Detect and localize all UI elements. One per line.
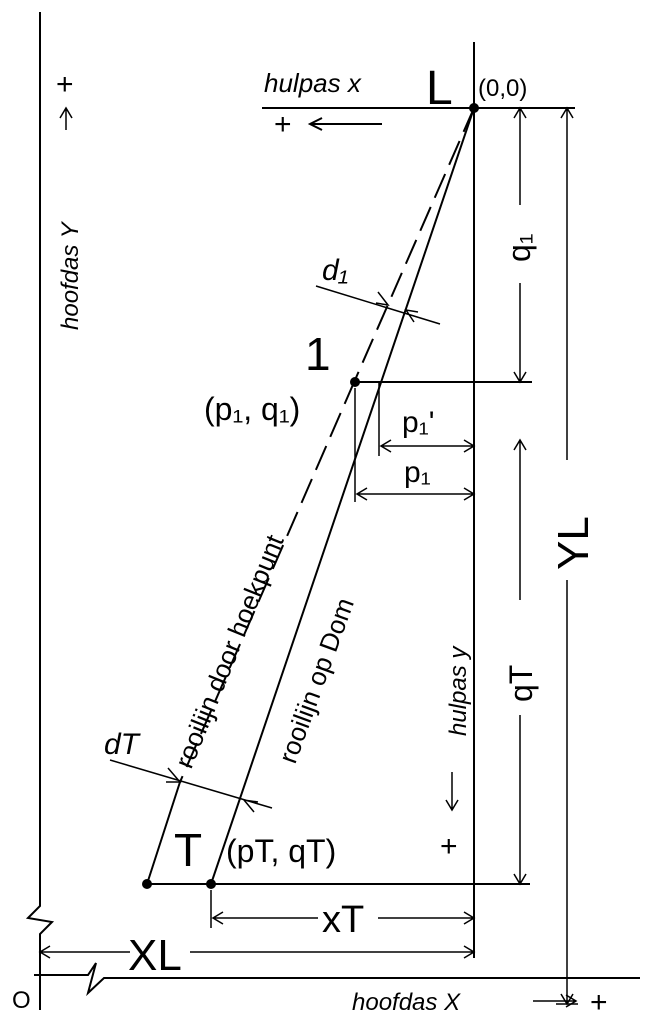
arrow-aux-x xyxy=(307,117,382,131)
line-corner-dashed-lower xyxy=(179,379,356,783)
line-dom-label: rooilijn op Dom xyxy=(272,594,359,767)
point-T-marker xyxy=(206,879,216,889)
dim-YL xyxy=(560,106,574,1006)
qT-label: qT xyxy=(503,665,539,702)
main-x-axis-line xyxy=(34,962,640,997)
main-y-axis-line xyxy=(25,12,55,1010)
main-x-axis-label: hoofdas X xyxy=(352,989,461,1016)
xT-label: xT xyxy=(322,899,364,941)
main-y-plus: + xyxy=(56,68,74,101)
p1-label: p₁ xyxy=(404,456,431,489)
line-corner-dashed xyxy=(354,107,475,381)
aux-x-axis-label: hulpas x xyxy=(264,68,362,98)
aux-y-axis-label: hulpas y xyxy=(445,645,472,736)
dim-xT xyxy=(210,890,476,928)
XL-label: XL xyxy=(128,931,182,980)
point-1-coords: (p₁, q₁) xyxy=(204,391,300,427)
YL-label: YL xyxy=(549,516,598,570)
dT-label: dT xyxy=(104,728,142,761)
dim-qT xyxy=(513,438,527,886)
p1-prime-label: p₁' xyxy=(402,406,435,439)
dim-q1 xyxy=(513,106,527,384)
aux-x-plus: + xyxy=(274,108,292,141)
q1-label: q₁ xyxy=(501,233,537,262)
d1-label: d₁ xyxy=(322,254,348,287)
point-1-label: 1 xyxy=(305,328,331,380)
line-corner-label: rooilijn door hoekpunt xyxy=(169,530,290,772)
origin-label: O xyxy=(12,987,31,1014)
dim-d1 xyxy=(315,285,441,325)
dim-p1 xyxy=(354,388,476,502)
dim-p1-prime xyxy=(378,382,476,456)
arrow-aux-y xyxy=(445,772,459,812)
main-x-plus: + xyxy=(590,986,608,1019)
dim-XL xyxy=(38,945,476,959)
point-T-coords: (pT, qT) xyxy=(226,833,336,869)
point-T-corner-marker xyxy=(142,879,152,889)
point-T-label: T xyxy=(174,824,202,876)
main-y-axis-label: hoofdas Y xyxy=(57,220,84,330)
arrow-main-y xyxy=(59,106,73,130)
line-dom xyxy=(210,107,475,885)
dim-dT xyxy=(109,759,273,813)
point-1-marker xyxy=(350,377,360,387)
line-corner-solid-end xyxy=(146,781,181,885)
point-L-label: L xyxy=(426,62,453,115)
aux-y-plus: + xyxy=(440,830,458,863)
point-L-coords: (0,0) xyxy=(478,75,527,102)
point-L-marker xyxy=(469,103,479,113)
